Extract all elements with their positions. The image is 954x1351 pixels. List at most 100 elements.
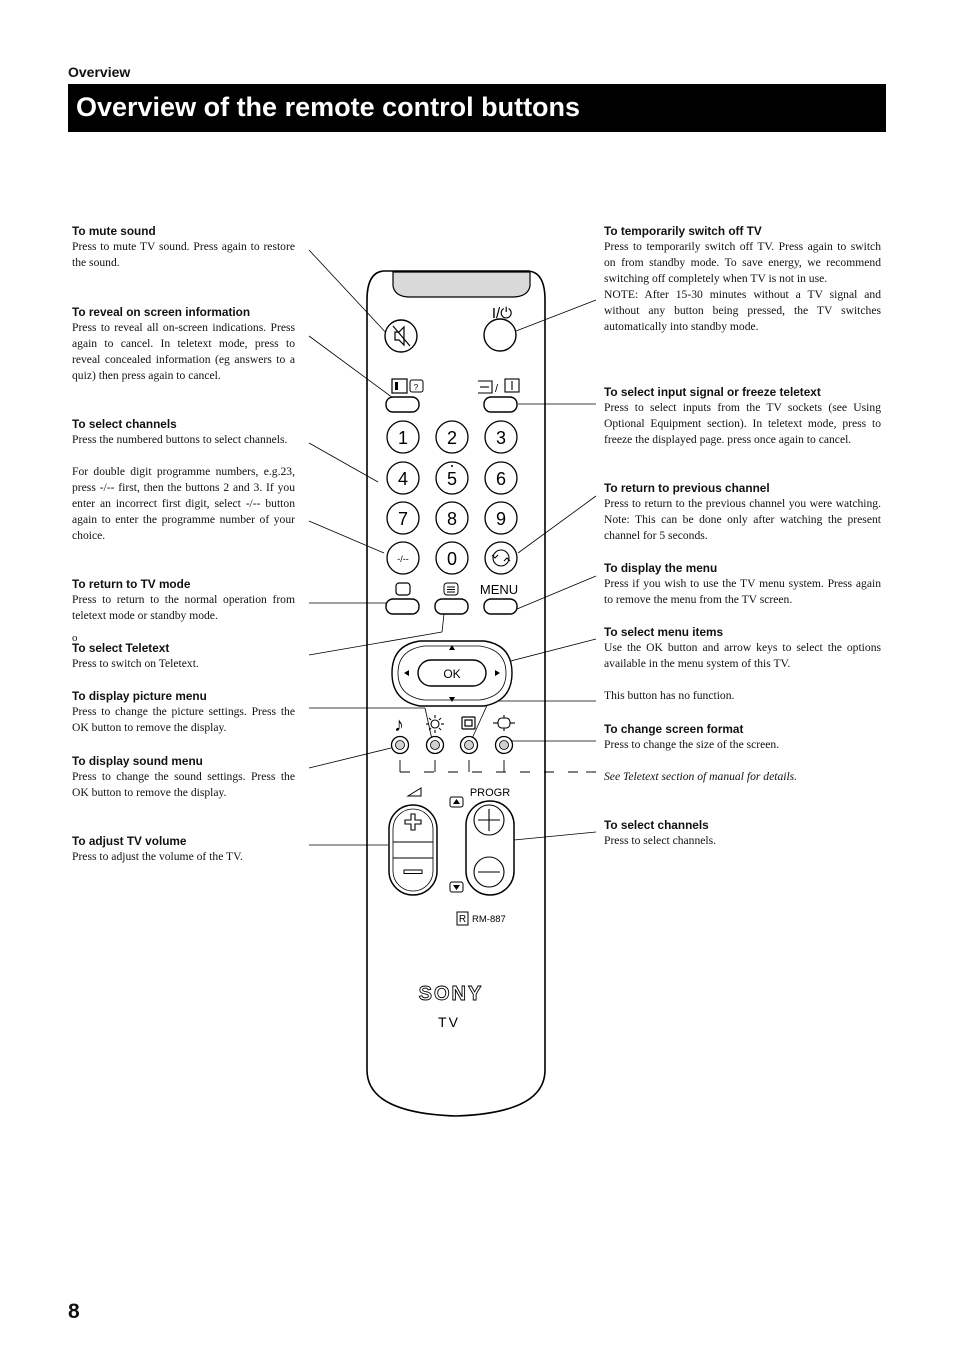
- no-function-description: This button has no function.: [604, 688, 881, 704]
- channels-description: To select channels Press the numbered bu…: [72, 416, 295, 544]
- ir-window: [392, 271, 531, 298]
- sound-menu-icon: ♪: [394, 714, 404, 736]
- previous-channel-description: To return to previous channel Press to r…: [604, 480, 881, 544]
- previous-channel-heading: To return to previous channel: [604, 481, 770, 495]
- menu-items-description: To select menu items Use the OK button a…: [604, 624, 881, 672]
- previous-channel-button[interactable]: [484, 541, 518, 575]
- screen-format-text: Press to change the size of the screen.: [604, 738, 780, 751]
- arrow-down-icon[interactable]: [449, 697, 455, 702]
- picture-menu-button[interactable]: [425, 735, 445, 755]
- sound-menu-button[interactable]: [390, 735, 410, 755]
- svg-text:3: 3: [496, 428, 506, 448]
- teletext-description: To select Teletext Press to switch on Te…: [72, 640, 295, 672]
- section-label: Overview: [68, 64, 131, 80]
- volume-description: To adjust TV volume Press to adjust the …: [72, 833, 295, 865]
- reveal-button[interactable]: [385, 396, 420, 413]
- channels-heading: To select channels: [72, 417, 177, 431]
- teletext-up-icon: [449, 796, 464, 808]
- screen-format-description: To change screen format Press to change …: [604, 721, 881, 785]
- volume-icon: [406, 787, 422, 797]
- picture-menu-icon: [426, 715, 444, 733]
- tv-mode-text: Press to return to the normal operation …: [72, 593, 295, 622]
- svg-text:8: 8: [447, 509, 457, 529]
- screen-format-button[interactable]: [494, 735, 514, 755]
- standby-text: Press to temporarily switch off TV. Pres…: [604, 240, 881, 285]
- digit-button-3[interactable]: 3: [484, 420, 518, 454]
- teletext-note: See Teletext section of manual for detai…: [604, 770, 798, 783]
- digit-button-7[interactable]: 7: [386, 501, 420, 535]
- input-button[interactable]: [483, 396, 518, 413]
- leader-lines-right: [469, 299, 597, 841]
- input-description: To select input signal or freeze teletex…: [604, 384, 881, 448]
- teletext-button[interactable]: [434, 598, 469, 615]
- digit-button-0[interactable]: 0: [435, 541, 469, 575]
- standby-button[interactable]: [483, 318, 517, 352]
- input-text: Press to select inputs from the TV socke…: [604, 401, 881, 446]
- navigation-pad: OK: [391, 640, 513, 707]
- double-digit-button[interactable]: -/--: [386, 541, 420, 575]
- reveal-heading: To reveal on screen information: [72, 305, 251, 319]
- digit-button-6[interactable]: 6: [484, 461, 518, 495]
- menu-button[interactable]: [483, 598, 518, 615]
- digit-button-1[interactable]: 1: [386, 420, 420, 454]
- tv-mode-button[interactable]: [385, 598, 420, 615]
- volume-rocker[interactable]: [388, 804, 438, 896]
- unused-button[interactable]: [459, 735, 479, 755]
- svg-text:1: 1: [398, 428, 408, 448]
- digit-button-8[interactable]: 8: [435, 501, 469, 535]
- programme-up-icon: [478, 809, 500, 831]
- digit-button-2[interactable]: 2: [435, 420, 469, 454]
- ok-label: OK: [443, 667, 460, 681]
- no-function-icon: [461, 716, 476, 730]
- previous-channel-text: Press to return to the previous channel …: [604, 497, 881, 542]
- picture-menu-heading: To display picture menu: [72, 689, 207, 703]
- standby-heading: To temporarily switch off TV: [604, 224, 762, 238]
- teletext-text: Press to switch on Teletext.: [72, 657, 199, 670]
- digit-button-9[interactable]: 9: [484, 501, 518, 535]
- power-icon: I/⏻: [492, 305, 512, 322]
- svg-text:6: 6: [496, 469, 506, 489]
- model-mark: R: [459, 914, 466, 925]
- progr-heading: To select channels: [604, 818, 709, 832]
- info-icon: ?: [391, 378, 424, 394]
- screen-format-icon: [493, 715, 515, 731]
- svg-text:2: 2: [447, 428, 457, 448]
- model-number: RM-887: [472, 914, 506, 925]
- screen-format-heading: To change screen format: [604, 722, 744, 736]
- standby-description: To temporarily switch off TV Press to te…: [604, 223, 881, 335]
- input-icon: /: [478, 378, 520, 395]
- channels-text-2: For double digit programme numbers, e.g.…: [72, 465, 295, 542]
- mute-heading: To mute sound: [72, 224, 156, 238]
- ok-button[interactable]: [417, 659, 487, 687]
- menu-text: Press if you wish to use the TV menu sys…: [604, 577, 881, 606]
- progr-description: To select channels Press to select chann…: [604, 817, 881, 849]
- teletext-icon: [443, 582, 459, 596]
- teletext-bracket: [399, 760, 596, 773]
- arrow-left-icon[interactable]: [404, 670, 409, 676]
- brand-logo: SONY: [419, 983, 484, 1005]
- svg-text:0: 0: [447, 549, 457, 569]
- page-number: 8: [68, 1300, 80, 1323]
- svg-text:7: 7: [398, 509, 408, 529]
- menu-heading: To display the menu: [604, 561, 718, 575]
- digit-button-4[interactable]: 4: [386, 461, 420, 495]
- digit-button-5[interactable]: 5: [435, 461, 469, 495]
- progr-label: PROGR: [470, 787, 510, 799]
- progr-text: Press to select channels.: [604, 834, 717, 847]
- volume-down-icon[interactable]: [403, 869, 423, 874]
- teletext-down-icon: [449, 881, 464, 893]
- channels-text: Press the numbered buttons to select cha…: [72, 433, 288, 446]
- arrow-up-icon[interactable]: [449, 645, 455, 650]
- volume-up-icon[interactable]: [404, 813, 422, 831]
- tv-mode-heading: To return to TV mode: [72, 577, 191, 591]
- arrow-right-icon[interactable]: [495, 670, 500, 676]
- reveal-text: Press to reveal all on-screen indication…: [72, 321, 295, 382]
- mute-icon: [392, 325, 411, 347]
- menu-items-text: Use the OK button and arrow keys to sele…: [604, 641, 881, 670]
- picture-menu-text: Press to change the picture settings. Pr…: [72, 705, 295, 734]
- input-heading: To select input signal or freeze teletex…: [604, 385, 821, 399]
- svg-text:5: 5: [447, 469, 457, 489]
- svg-text:4: 4: [398, 469, 408, 489]
- svg-text:/: /: [495, 383, 499, 395]
